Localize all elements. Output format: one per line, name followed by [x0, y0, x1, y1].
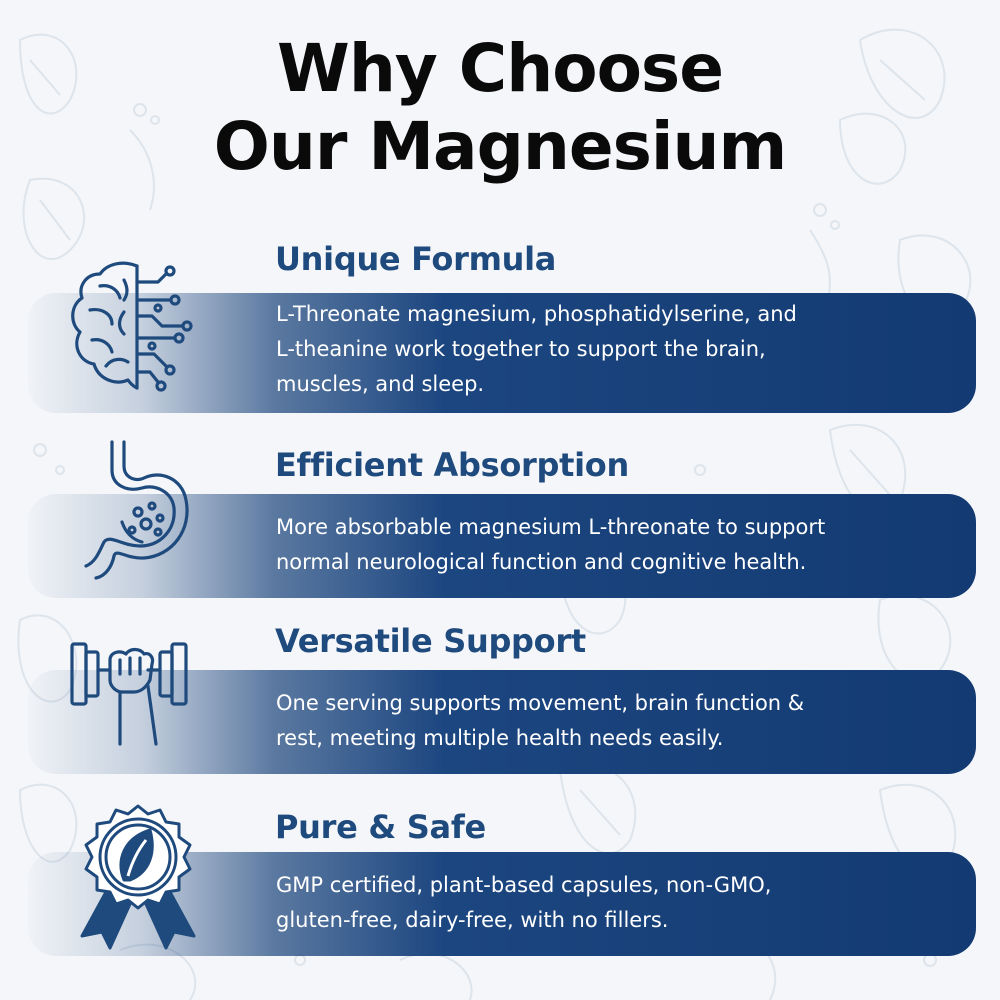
- feature-heading-efficient-absorption: Efficient Absorption: [275, 446, 629, 484]
- feature-text-unique-formula: L-Threonate magnesium, phosphatidylserin…: [276, 302, 797, 396]
- dumbbell-hand-icon: [70, 642, 188, 746]
- feature-text-versatile-support: One serving supports movement, brain fun…: [276, 691, 805, 750]
- feature-panel-unique-formula: [28, 293, 976, 413]
- title-line-1: Why Choose: [277, 30, 724, 107]
- feature-text-pure-safe: GMP certified, plant-based capsules, non…: [276, 873, 772, 932]
- feature-text-efficient-absorption: More absorbable magnesium L-threonate to…: [276, 515, 826, 574]
- page-title: Why Choose Our Magnesium: [0, 30, 1000, 186]
- feature-heading-versatile-support: Versatile Support: [275, 622, 586, 660]
- feature-heading-unique-formula: Unique Formula: [275, 240, 557, 278]
- brain-circuit-icon: [71, 261, 193, 392]
- stomach-icon: [84, 440, 189, 580]
- title-line-2: Our Magnesium: [213, 108, 788, 185]
- leaf-badge-icon: [80, 804, 196, 950]
- feature-heading-pure-safe: Pure & Safe: [275, 808, 486, 846]
